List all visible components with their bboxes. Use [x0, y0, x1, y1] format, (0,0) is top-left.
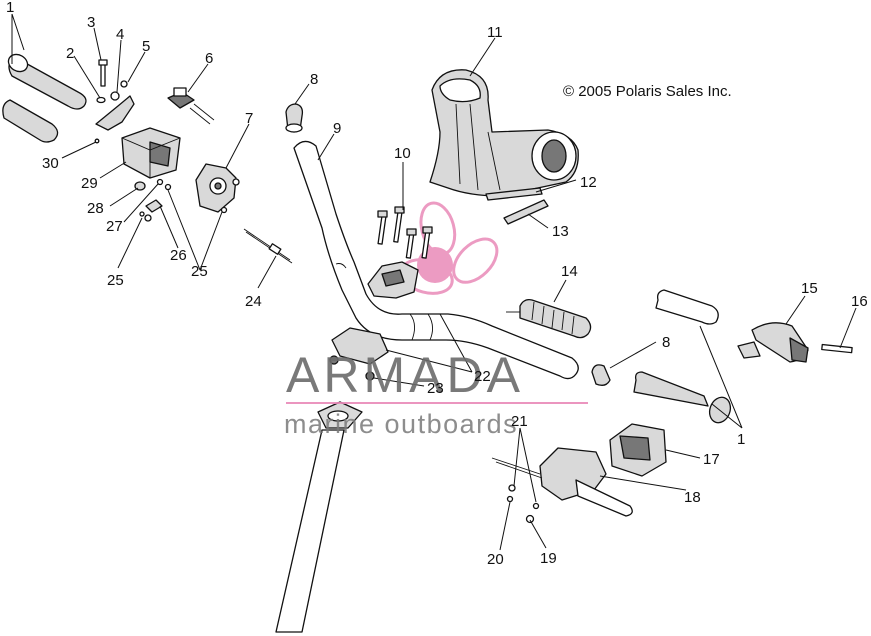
callout-7: 7 — [245, 110, 253, 127]
callout-29: 29 — [81, 175, 98, 192]
callout-16: 16 — [851, 293, 868, 310]
washer-2 — [96, 96, 106, 104]
callout-14: 14 — [561, 263, 578, 280]
connector-6 — [167, 87, 215, 125]
grip-14 — [506, 298, 592, 339]
handlebar-9 — [293, 140, 579, 380]
callout-3: 3 — [87, 14, 95, 31]
callout-19: 19 — [540, 550, 557, 567]
washer-30 — [94, 138, 100, 144]
screw-16 — [821, 343, 853, 354]
bracket-4-5 — [95, 80, 135, 131]
callout-13: 13 — [552, 223, 569, 240]
callout-17: 17 — [703, 451, 720, 468]
bolts-10 — [377, 206, 433, 259]
callout-9: 9 — [333, 120, 341, 137]
screw-25a — [139, 211, 152, 222]
callout-6: 6 — [205, 50, 213, 67]
callout-8a: 8 — [310, 71, 318, 88]
brake-lever-18 — [491, 447, 633, 517]
screw-3 — [98, 59, 108, 87]
callout-26: 26 — [170, 247, 187, 264]
nuts-23 — [329, 355, 375, 381]
upper-clamp — [367, 261, 419, 299]
callout-1a: 1 — [6, 0, 14, 16]
callout-2: 2 — [66, 45, 74, 62]
copyright-notice: © 2005 Polaris Sales Inc. — [563, 83, 732, 100]
left-grip-1 — [2, 53, 87, 143]
washer-27 — [156, 178, 164, 186]
callout-18: 18 — [684, 489, 701, 506]
housing-17 — [609, 423, 667, 477]
callout-30: 30 — [42, 155, 59, 172]
callout-11: 11 — [487, 24, 503, 41]
steering-post — [275, 401, 363, 633]
callout-27: 27 — [106, 218, 123, 235]
callout-labels: 1 2 3 4 5 6 7 8 9 10 11 12 13 14 15 16 8… — [6, 0, 868, 568]
callout-23: 23 — [427, 380, 444, 397]
callout-28: 28 — [87, 200, 104, 217]
fastener-strip-13 — [503, 199, 549, 225]
watermark-text: ARMADA marine outboards — [284, 347, 588, 439]
callout-4: 4 — [116, 26, 124, 43]
clip-26 — [145, 199, 163, 213]
switch-housing-29 — [121, 127, 181, 179]
control-housing-7 — [195, 163, 240, 213]
screw-25b — [164, 183, 228, 214]
callout-25a: 25 — [107, 272, 124, 289]
strap-12 — [485, 187, 543, 201]
right-grip-1 — [633, 289, 732, 424]
callout-21: 21 — [511, 413, 528, 430]
callout-15: 15 — [801, 280, 818, 297]
pin-24 — [243, 228, 293, 264]
throttle-15 — [737, 322, 809, 363]
callout-22: 22 — [474, 368, 491, 385]
watermark-tagline: marine outboards — [284, 409, 518, 439]
handlebar-pad-11 — [429, 69, 579, 197]
callout-25b: 25 — [191, 263, 208, 280]
lower-clamp-22 — [331, 327, 389, 365]
callout-5: 5 — [142, 38, 150, 55]
callout-20: 20 — [487, 551, 504, 568]
leader-lines — [11, 13, 857, 551]
callout-10: 10 — [394, 145, 411, 162]
bar-plug-8b — [591, 364, 611, 386]
bar-plug-8a — [285, 103, 304, 133]
callout-1b: 1 — [737, 431, 745, 448]
watermark-brand: ARMADA — [286, 347, 524, 403]
screws-19-20-21 — [506, 484, 540, 524]
watermark-divider — [286, 402, 588, 404]
callout-12: 12 — [580, 174, 597, 191]
callout-24: 24 — [245, 293, 262, 310]
callout-8b: 8 — [662, 334, 670, 351]
